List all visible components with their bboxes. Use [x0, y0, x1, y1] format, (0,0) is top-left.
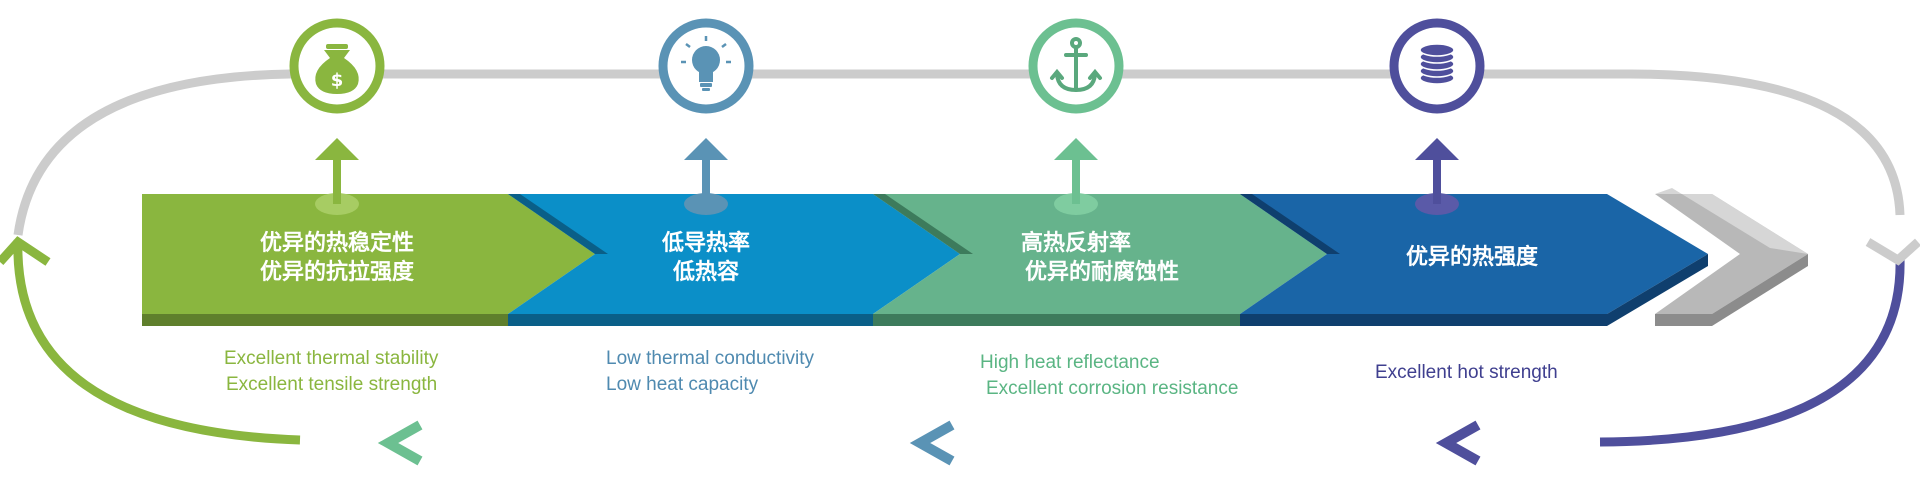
process-band [142, 188, 1808, 326]
loop-arrowhead-bottom-2 [909, 420, 955, 466]
stage-4-en-line-1: Excellent hot strength [1375, 362, 1558, 383]
stage-1-cn-line-2: 优异的抗拉强度 [260, 259, 415, 285]
band-segment-3 [873, 194, 1327, 326]
loop-track [0, 69, 1920, 466]
band-segment-4 [1240, 194, 1708, 326]
stage-3-up-arrow [1054, 138, 1098, 215]
stage-3-cn-line-1: 高热反射率 [1021, 230, 1131, 256]
loop-top-left-arc [13, 69, 291, 236]
loop-arrowhead-bottom-1 [1435, 420, 1481, 466]
loop-right-arc [1599, 257, 1905, 447]
stage-2-en-line-2: Low heat capacity [606, 374, 759, 395]
lightbulb-icon [681, 36, 731, 91]
loop-arrowhead-left-up [0, 236, 51, 266]
stage-4-cn-line-1: 优异的热强度 [1406, 244, 1539, 270]
svg-text:$: $ [331, 70, 344, 91]
stage-2-up-arrow [684, 138, 728, 215]
anchor-icon [1050, 37, 1102, 93]
loop-top-line [290, 69, 1905, 216]
stage-1-cn-line-1: 优异的热稳定性 [260, 230, 414, 256]
money-bag-icon: $ [315, 44, 359, 94]
stage-1: $ 优异的热稳定性 优异的抗拉强度 Excellent thermal stab… [224, 18, 439, 395]
stage-2-en-line-1: Low thermal conductivity [606, 348, 815, 369]
stage-2-cn-line-1: 低导热率 [661, 230, 750, 256]
band-segment-2 [508, 194, 960, 326]
stage-3: 高热反射率 优异的耐腐蚀性 High heat reflectance Exce… [980, 18, 1238, 399]
loop-arrowhead-bottom-3 [377, 420, 423, 466]
loop-arrowhead-right-down [1865, 238, 1920, 266]
band-segment-1 [142, 194, 595, 326]
stage-3-en-line-1: High heat reflectance [980, 352, 1160, 373]
stage-4-up-arrow [1415, 138, 1459, 215]
stage-4: 优异的热强度 Excellent hot strength [1375, 18, 1558, 383]
loop-left-arc [13, 239, 301, 445]
stage-3-cn-line-2: 优异的耐腐蚀性 [1025, 259, 1179, 285]
stage-3-en-line-2: Excellent corrosion resistance [986, 378, 1238, 399]
stage-1-en-line-2: Excellent tensile strength [226, 374, 437, 395]
stage-1-en-line-1: Excellent thermal stability [224, 348, 439, 369]
stage-2-cn-line-2: 低热容 [672, 259, 739, 285]
coin-stack-icon [1419, 43, 1455, 85]
stage-1-up-arrow [315, 138, 359, 215]
end-chevron [1655, 188, 1808, 326]
stage-2: 低导热率 低热容 Low thermal conductivity Low he… [606, 18, 815, 395]
